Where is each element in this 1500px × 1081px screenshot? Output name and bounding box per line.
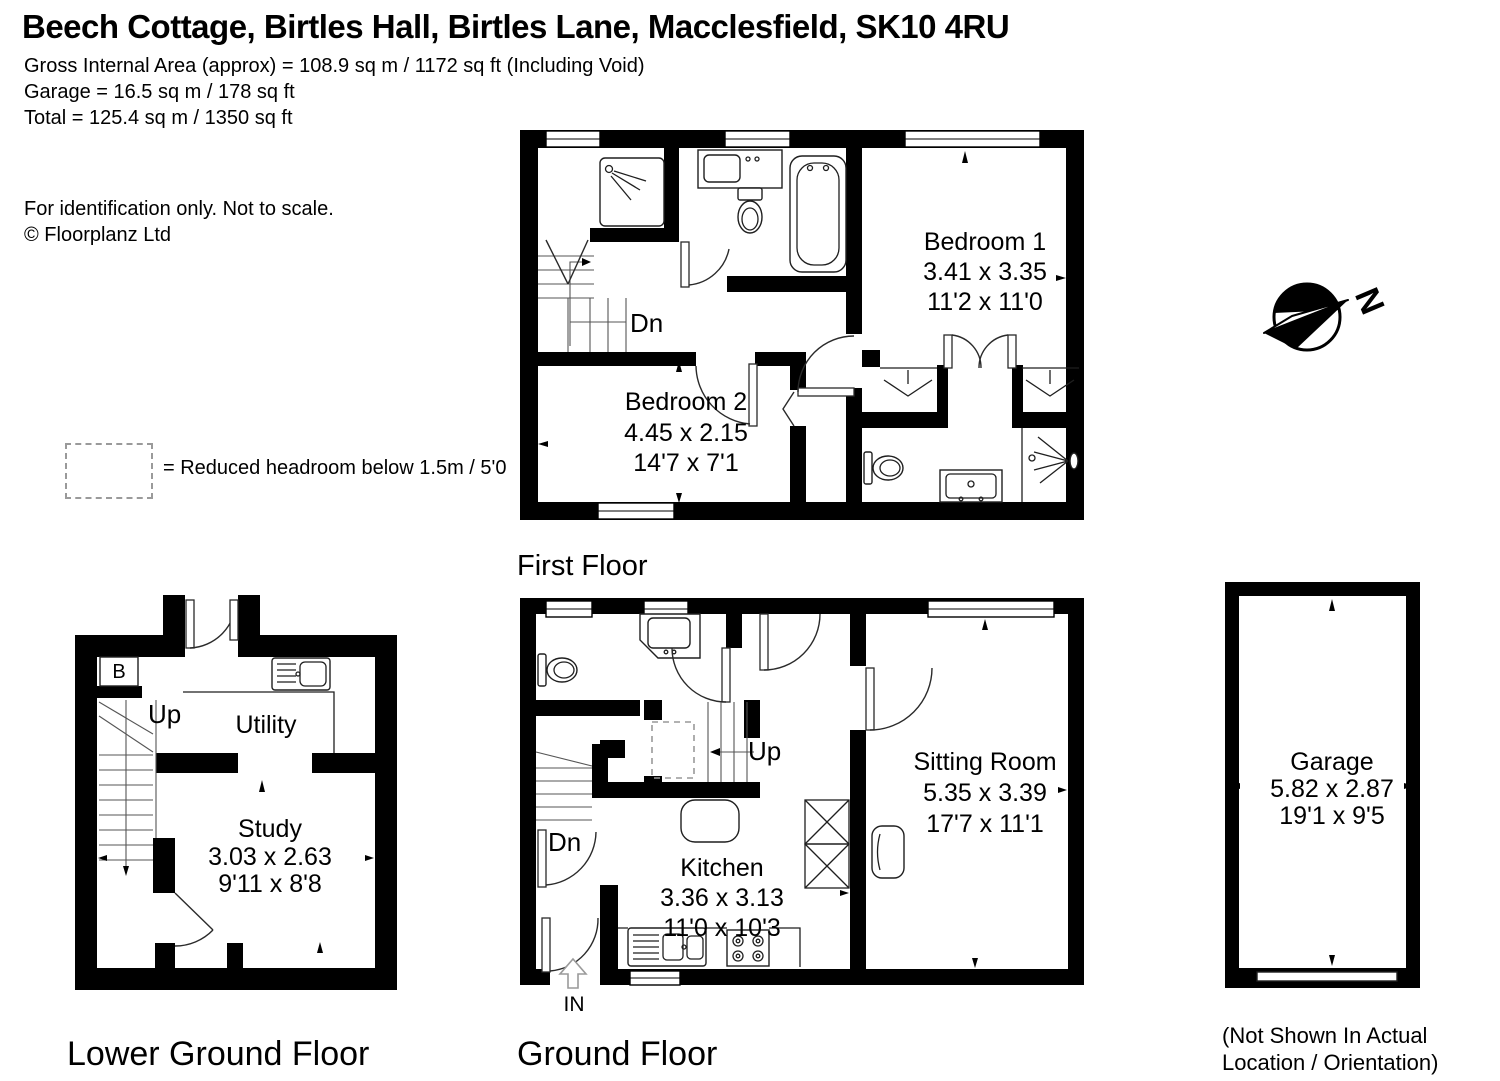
shower-tray [599, 157, 665, 227]
sitting-room-door [865, 667, 933, 731]
north-compass: N [1263, 282, 1392, 352]
north-label: N [1347, 282, 1392, 319]
first-floor-dimension-ticks [538, 151, 1066, 503]
bathroom-washbasin [697, 149, 783, 189]
front-hall-door [759, 613, 821, 671]
bedroom2-door [695, 363, 758, 427]
compass-arrow-dark [1264, 300, 1348, 349]
garage-plan: Garage 5.82 x 2.87 19'1 x 9'5 [1225, 582, 1420, 988]
kitchen-counter [618, 927, 801, 967]
bedroom2-folding-door [782, 391, 795, 427]
reduced-headroom-legend-box [65, 443, 153, 499]
lower-ground-up-label: Up [148, 699, 181, 729]
ground-floor-title: Ground Floor [517, 1035, 718, 1073]
ground-floor-dimension-ticks [609, 619, 1067, 968]
bedroom1-imperial: 11'2 x 11'0 [927, 288, 1043, 316]
garage-walls [1225, 582, 1420, 988]
fireplace [804, 799, 850, 889]
utility-counter [183, 691, 335, 753]
bathtub [789, 155, 847, 273]
kitchen-label: Kitchen [680, 854, 763, 882]
sitting-room-imperial: 17'7 x 11'1 [926, 810, 1044, 838]
lower-ground-walls [75, 595, 397, 990]
ground-floor-up-label: Up [748, 736, 781, 766]
reduced-headroom-legend-label: = Reduced headroom below 1.5m / 5'0 [163, 457, 507, 479]
wardrobe-left [880, 367, 937, 397]
garage-note: (Not Shown In Actual Location / Orientat… [1222, 1022, 1438, 1076]
lower-ground-dimension-ticks [98, 780, 374, 953]
study-door [174, 892, 214, 947]
ensuite-double-doors [943, 334, 1017, 369]
kitchen-imperial: 11'0 x 10'3 [663, 914, 781, 942]
ensuite-vanity [939, 469, 1003, 503]
bedroom1-door [797, 335, 855, 397]
study-imperial: 9'11 x 8'8 [218, 870, 322, 898]
reduced-headroom-area [651, 721, 695, 779]
ground-floor-plan: Sitting Room 5.35 x 3.39 17'7 x 11'1 Kit… [520, 598, 1084, 1016]
area-line-1: Gross Internal Area (approx) = 108.9 sq … [24, 55, 645, 77]
staircase-first-floor [538, 255, 627, 352]
area-line-2: Garage = 16.5 sq m / 178 sq ft [24, 81, 295, 103]
garage-note-line-1: (Not Shown In Actual [1222, 1023, 1428, 1048]
garage-door [1256, 971, 1398, 982]
first-floor-plan: Bedroom 1 3.41 x 3.35 11'2 x 11'0 Bedroo… [520, 130, 1084, 520]
entry-door [185, 599, 239, 649]
first-floor-dn-label: Dn [630, 308, 663, 338]
entrance-arrow-icon [558, 957, 588, 989]
staircase-up [651, 702, 754, 782]
kitchen-hob [726, 929, 770, 967]
entrance-door [541, 917, 599, 989]
garage-dimension-ticks [1230, 599, 1414, 966]
page-title: Beech Cottage, Birtles Hall, Birtles Lan… [22, 8, 1010, 45]
bedroom1-metric: 3.41 x 3.35 [923, 258, 1047, 286]
entrance-in-label: IN [564, 993, 585, 1016]
staircase-dn [535, 751, 593, 821]
ensuite-toilet [863, 451, 904, 485]
staircase-lower-up [98, 700, 157, 876]
stair-lobby-door [537, 829, 597, 888]
bedroom2-metric: 4.45 x 2.15 [624, 419, 748, 447]
disclaimer-line-2: © Floorplanz Ltd [24, 224, 172, 246]
garage-metric: 5.82 x 2.87 [1270, 775, 1394, 803]
ensuite-shower [1021, 428, 1079, 502]
garage-note-line-2: Location / Orientation) [1222, 1050, 1439, 1075]
ground-floor-dn-label: Dn [548, 827, 581, 857]
bedroom2-imperial: 14'7 x 7'1 [633, 449, 738, 477]
first-floor-title: First Floor [517, 550, 648, 582]
garage-imperial: 19'1 x 9'5 [1279, 802, 1384, 830]
study-label: Study [238, 815, 302, 843]
bathroom-door [680, 241, 730, 288]
armchair [871, 825, 905, 879]
compass-arrow-light [1263, 299, 1349, 334]
lower-ground-floor-plan: B Up Utility Study 3.03 x 2.63 9'11 x 8'… [75, 595, 397, 990]
wc-toilet [537, 653, 578, 687]
area-line-3: Total = 125.4 sq m / 1350 sq ft [24, 107, 293, 129]
sitting-room-metric: 5.35 x 3.39 [923, 779, 1047, 807]
utility-label: Utility [235, 711, 297, 739]
kitchen-metric: 3.36 x 3.13 [660, 884, 784, 912]
bedroom2-label: Bedroom 2 [625, 388, 747, 416]
disclaimer-line-1: For identification only. Not to scale. [24, 198, 334, 220]
lower-ground-floor-title: Lower Ground Floor [67, 1035, 370, 1073]
first-floor-windows [545, 130, 1041, 520]
utility-sink [271, 657, 331, 691]
garage-label: Garage [1290, 748, 1373, 776]
boiler-label: B [112, 661, 125, 683]
bathroom-toilet [737, 187, 763, 234]
sitting-room-label: Sitting Room [913, 748, 1056, 776]
shower-room-door [545, 239, 589, 285]
boiler [99, 656, 139, 687]
ground-floor-windows [545, 600, 1055, 986]
kitchen-island [680, 799, 740, 843]
wardrobe-right [1022, 367, 1079, 397]
wc-washbasin [639, 613, 701, 659]
bedroom1-label: Bedroom 1 [924, 228, 1046, 256]
compass-shade [1274, 284, 1339, 313]
wc-door [671, 647, 731, 703]
kitchen-sink [627, 927, 707, 967]
study-metric: 3.03 x 2.63 [208, 843, 332, 871]
